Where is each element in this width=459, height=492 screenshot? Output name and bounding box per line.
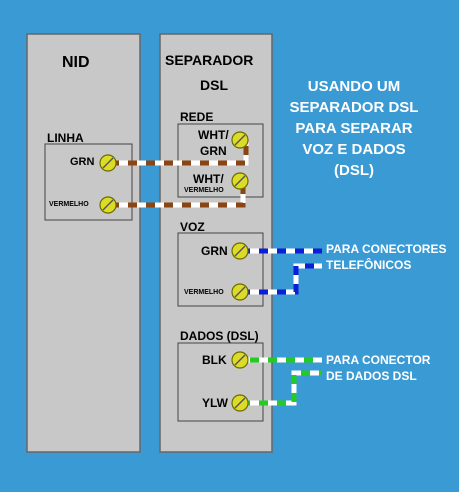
wire-voz-vermelho [241, 263, 322, 295]
caption-line: SEPARADOR DSL [289, 99, 419, 116]
terminal-nid-grn [99, 154, 117, 172]
rede-label: REDE [180, 110, 214, 124]
voz-annotation-1: PARA CONECTORES [326, 242, 447, 256]
caption-line: (DSL) [334, 162, 374, 179]
dados-blk-label: BLK [202, 353, 227, 367]
voz-label: VOZ [180, 220, 205, 234]
linha-label: LINHA [47, 131, 84, 145]
rede-wht-grn-label-1: WHT/ [198, 128, 229, 142]
rede-wht-vermelho-label-1: WHT/ [193, 172, 224, 186]
dados-ylw-label: YLW [202, 396, 228, 410]
nid-vermelho-label: VERMELHO [49, 201, 89, 208]
terminal-dados-ylw [231, 394, 249, 412]
dados-annotation-1: PARA CONECTOR [326, 353, 431, 367]
dados-box [177, 342, 264, 422]
separator-title-2: DSL [200, 77, 228, 93]
diagram-caption: USANDO UM SEPARADOR DSL PARA SEPARAR VOZ… [284, 76, 424, 181]
caption-line: VOZ E DADOS [302, 141, 406, 158]
voz-grn-label: GRN [201, 244, 228, 258]
nid-grn-label: GRN [70, 156, 95, 168]
terminal-voz-vermelho [231, 283, 249, 301]
terminal-nid-vermelho [99, 196, 117, 214]
dados-label: DADOS (DSL) [180, 329, 259, 343]
nid-panel [26, 33, 141, 453]
caption-line: PARA SEPARAR [295, 120, 413, 137]
wire-dados-ylw [241, 370, 322, 406]
terminal-dados-blk [231, 351, 249, 369]
rede-wht-grn-label-2: GRN [200, 144, 227, 158]
separator-title-1: SEPARADOR [165, 52, 254, 68]
voz-annotation-2: TELEFÔNICOS [326, 258, 412, 272]
rede-wht-vermelho-label-2: VERMELHO [184, 187, 224, 194]
voz-vermelho-label: VERMELHO [184, 289, 224, 296]
caption-line: USANDO UM [307, 78, 401, 95]
dados-annotation-2: DE DADOS DSL [326, 369, 417, 383]
terminal-rede-wht-grn [231, 131, 249, 149]
terminal-rede-wht-vermelho [231, 172, 249, 190]
nid-title: NID [62, 54, 90, 71]
terminal-voz-grn [231, 242, 249, 260]
